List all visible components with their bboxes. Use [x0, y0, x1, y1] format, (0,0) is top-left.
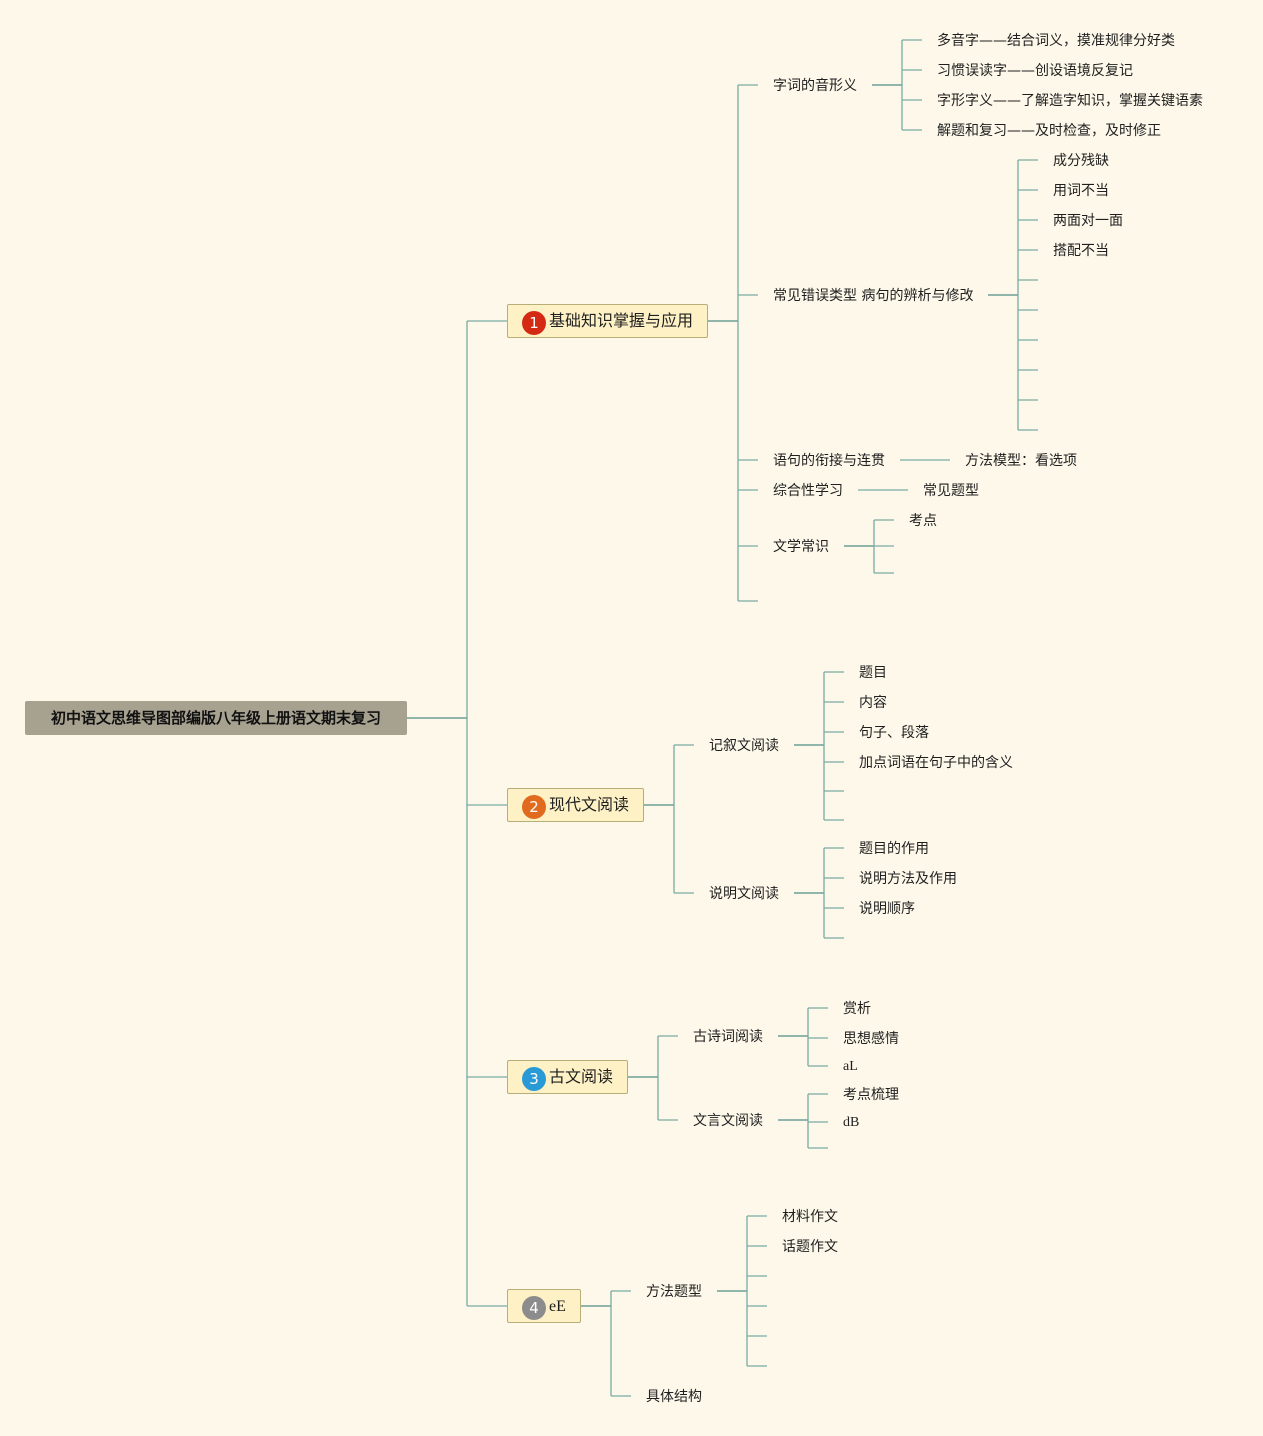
number-2-icon: 2	[522, 795, 546, 819]
topic-shuoming-2[interactable]: 说明方法及作用	[859, 871, 957, 887]
topic-fangfa-1[interactable]: 材料作文	[782, 1209, 838, 1225]
topic-zonghe[interactable]: 综合性学习	[773, 483, 843, 499]
number-1-icon: 1	[522, 311, 546, 335]
branch-label: eE	[549, 1298, 566, 1315]
topic-gushi[interactable]: 古诗词阅读	[693, 1029, 763, 1045]
topic-jieguo[interactable]: 具体结构	[646, 1389, 702, 1405]
topic-zici-4[interactable]: 解题和复习——及时检查，及时修正	[937, 123, 1161, 139]
topic-jixu-1[interactable]: 题目	[859, 665, 887, 681]
topic-wenyan-2[interactable]: dB	[843, 1115, 860, 1130]
topic-fangfa[interactable]: 方法题型	[646, 1284, 702, 1300]
number-3-icon: 3	[522, 1067, 546, 1091]
topic-bingju-2[interactable]: 用词不当	[1053, 183, 1109, 199]
topic-zici-2[interactable]: 习惯误读字——创设语境反复记	[937, 63, 1133, 79]
topic-shuoming[interactable]: 说明文阅读	[709, 886, 779, 902]
topic-zici-3[interactable]: 字形字义——了解造字知识，掌握关键语素	[937, 93, 1203, 109]
topic-zici[interactable]: 字词的音形义	[773, 78, 857, 94]
topic-shuoming-1[interactable]: 题目的作用	[859, 841, 929, 857]
topic-xianjie-1[interactable]: 方法模型：看选项	[965, 453, 1077, 469]
topic-wenxue[interactable]: 文学常识	[773, 539, 829, 555]
topic-zonghe-1[interactable]: 常见题型	[923, 483, 979, 499]
topic-wenxue-1[interactable]: 考点	[909, 513, 937, 529]
topic-bingju[interactable]: 常见错误类型 病句的辨析与修改	[773, 288, 974, 304]
topic-bingju-3[interactable]: 两面对一面	[1053, 213, 1123, 229]
branch-label: 古文阅读	[549, 1067, 614, 1086]
topic-wenyan[interactable]: 文言文阅读	[693, 1113, 763, 1129]
topic-gushi-3[interactable]: aL	[843, 1059, 858, 1074]
topic-zici-1[interactable]: 多音字——结合词义，摸准规律分好类	[937, 33, 1175, 49]
branch-label: 基础知识掌握与应用	[549, 311, 694, 330]
topic-wenyan-1[interactable]: 考点梳理	[843, 1087, 899, 1103]
topic-bingju-4[interactable]: 搭配不当	[1053, 243, 1109, 259]
topic-xianjie[interactable]: 语句的衔接与连贯	[773, 453, 885, 469]
topic-fangfa-2[interactable]: 话题作文	[782, 1239, 838, 1255]
root-topic[interactable]: 初中语文思维导图部编版八年级上册语文期末复习	[25, 701, 407, 735]
topic-jixu-3[interactable]: 句子、段落	[859, 725, 929, 741]
number-4-icon: 4	[522, 1296, 546, 1320]
branch-label: 现代文阅读	[549, 795, 630, 814]
topic-gushi-1[interactable]: 赏析	[843, 1001, 871, 1017]
topic-jixu-4[interactable]: 加点词语在句子中的含义	[859, 755, 1013, 771]
topic-bingju-1[interactable]: 成分残缺	[1053, 153, 1109, 169]
topic-shuoming-3[interactable]: 说明顺序	[859, 901, 915, 917]
topic-jixu-2[interactable]: 内容	[859, 695, 887, 711]
topic-gushi-2[interactable]: 思想感情	[843, 1031, 899, 1047]
topic-jixu[interactable]: 记叙文阅读	[709, 738, 779, 754]
